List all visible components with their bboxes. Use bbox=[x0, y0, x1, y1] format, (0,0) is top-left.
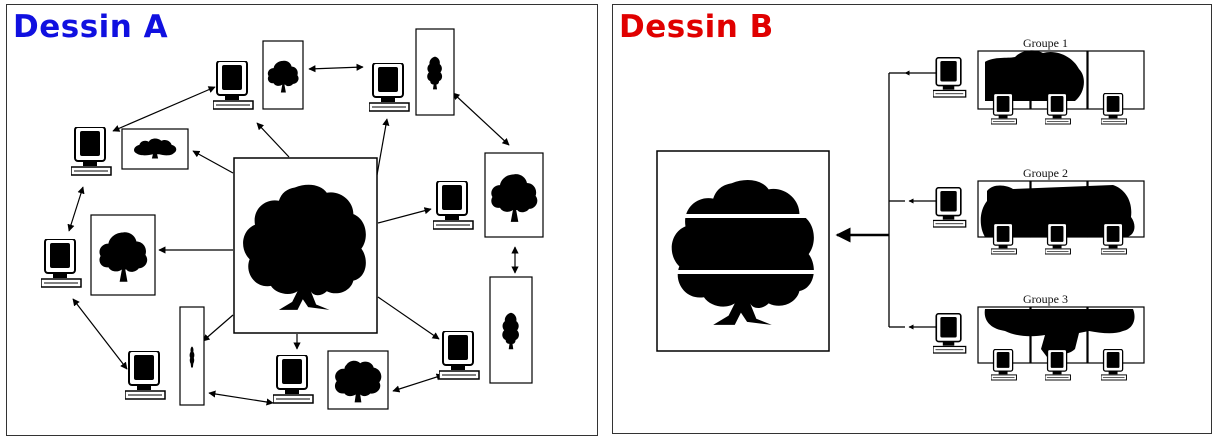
computer-icon bbox=[369, 63, 410, 112]
arrow-center-to-right-lower bbox=[377, 296, 440, 340]
dessin-a-panel: Dessin A bbox=[6, 4, 598, 436]
center-distribution-arrows bbox=[158, 118, 440, 350]
node-left-middle bbox=[41, 214, 156, 296]
node-right-lower bbox=[439, 276, 533, 384]
arrow-center-to-left-upper bbox=[192, 150, 234, 174]
dessin-b-assembly-diagram: Groupe 1 Groupe 2 bbox=[656, 36, 1145, 381]
dessin-b-panel: Dessin B Groupe 1 bbox=[612, 4, 1212, 434]
node-left-upper bbox=[71, 127, 189, 176]
group-1: Groupe 1 bbox=[933, 36, 1145, 125]
arrow-center-to-top-right bbox=[376, 118, 390, 176]
computer-icon bbox=[991, 223, 1018, 255]
computer-icon bbox=[1101, 349, 1128, 381]
group-2: Groupe 2 bbox=[933, 166, 1145, 255]
computer-icon bbox=[991, 93, 1018, 125]
node-bottom-left bbox=[125, 306, 205, 406]
arrow-left-upper-left-middle bbox=[67, 186, 85, 232]
arrow-top-right-right-upper bbox=[452, 92, 510, 146]
dessin-a-title: Dessin A bbox=[13, 9, 169, 45]
arrow-bottom-left-bottom-middle bbox=[208, 390, 274, 406]
computer-icon bbox=[213, 61, 254, 110]
computer-icon bbox=[1045, 93, 1072, 125]
group-1-label: Groupe 1 bbox=[1023, 36, 1068, 50]
computer-icon bbox=[439, 331, 480, 380]
node-bottom-middle bbox=[273, 350, 389, 410]
arrow-top-left-top-right bbox=[308, 63, 364, 73]
arrow-center-to-top-left bbox=[256, 122, 290, 158]
group-3-label: Groupe 3 bbox=[1023, 292, 1068, 306]
dessin-b-title: Dessin B bbox=[619, 9, 774, 45]
arrow-center-to-bottom-left bbox=[202, 314, 234, 342]
computer-icon bbox=[41, 239, 82, 288]
central-tree-image bbox=[233, 157, 378, 334]
computer-icon bbox=[433, 181, 474, 230]
computer-icon bbox=[1101, 223, 1128, 255]
peer-exchange-arrows bbox=[67, 63, 519, 406]
computer-icon bbox=[125, 351, 166, 400]
group-2-label: Groupe 2 bbox=[1023, 166, 1068, 180]
arrow-center-to-right-upper bbox=[377, 207, 432, 224]
arrow-bottom-middle-right-lower bbox=[392, 373, 444, 393]
computer-icon bbox=[71, 127, 112, 176]
group-3: Groupe 3 bbox=[933, 292, 1145, 381]
assembled-tree-image bbox=[656, 150, 830, 352]
node-top-right bbox=[369, 28, 455, 116]
node-right-upper bbox=[433, 152, 544, 238]
computer-icon bbox=[933, 187, 967, 228]
computer-icon bbox=[1101, 93, 1128, 125]
computer-icon bbox=[1045, 349, 1072, 381]
computer-icon bbox=[1045, 223, 1072, 255]
computer-icon bbox=[273, 355, 314, 404]
computer-icon bbox=[991, 349, 1018, 381]
node-top-left bbox=[213, 40, 304, 110]
arrow-top-left-left-upper bbox=[112, 86, 216, 132]
arrow-left-middle-bottom-left bbox=[72, 298, 128, 370]
computer-icon bbox=[933, 313, 967, 354]
dessin-a-network-diagram bbox=[41, 28, 544, 410]
computer-icon bbox=[933, 57, 967, 98]
